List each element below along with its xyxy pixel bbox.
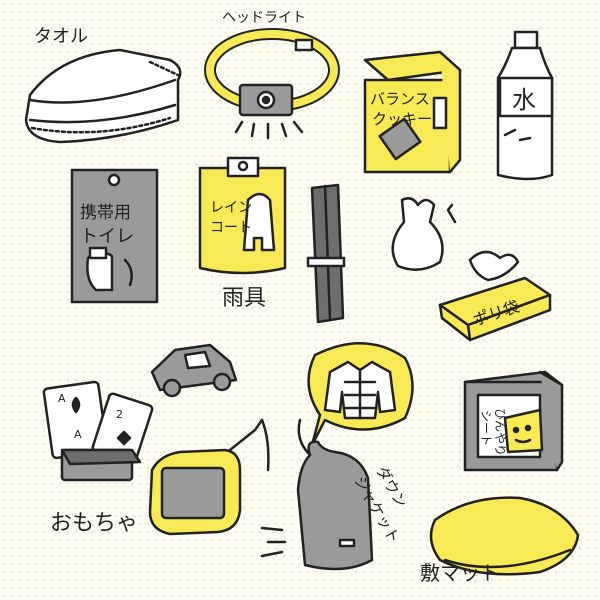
water-bottle bbox=[496, 30, 554, 181]
raincoat-label-2: コート bbox=[210, 220, 252, 236]
handheld-game bbox=[148, 418, 270, 536]
cooling-label-1: ひんやり bbox=[493, 408, 507, 456]
toilet-label-2: トイレ bbox=[80, 226, 134, 247]
folding-umbrella bbox=[306, 183, 346, 324]
sleeping-mat bbox=[429, 496, 580, 576]
card-rank-top: A bbox=[58, 392, 66, 405]
balance-cookies-box bbox=[363, 50, 462, 174]
card-rank-bottom: A bbox=[74, 428, 82, 441]
rain-gear-label: 雨具 bbox=[222, 286, 266, 311]
poly-bag bbox=[391, 197, 457, 271]
mat-label: 敷マット bbox=[420, 561, 500, 585]
toilet-label-1: 携帯用 bbox=[80, 203, 131, 223]
portable-toilet-bag bbox=[70, 168, 159, 304]
toys-label: おもちゃ bbox=[50, 511, 138, 536]
cookies-label-1: バランス bbox=[370, 90, 430, 108]
water-label: 水 bbox=[512, 86, 536, 114]
down-jacket-bubble bbox=[307, 342, 414, 447]
poly-bag-box bbox=[438, 250, 552, 342]
raincoat-label-1: レイン bbox=[210, 200, 252, 216]
down-jacket-stuff-sack bbox=[296, 418, 374, 571]
headlamp-label: ヘッドライト bbox=[222, 10, 306, 26]
towel bbox=[24, 48, 182, 144]
cooling-label-2: シート bbox=[479, 410, 493, 446]
cookies-label-2: クッキー bbox=[372, 110, 432, 128]
headlamp bbox=[204, 28, 340, 140]
playing-cards bbox=[42, 380, 154, 482]
cooling-sheet-box bbox=[463, 370, 564, 472]
card2-rank: 2 bbox=[116, 408, 123, 421]
rain-coat-pack bbox=[198, 156, 287, 275]
towel-label: タオル bbox=[34, 26, 88, 47]
toy-car bbox=[150, 343, 238, 398]
